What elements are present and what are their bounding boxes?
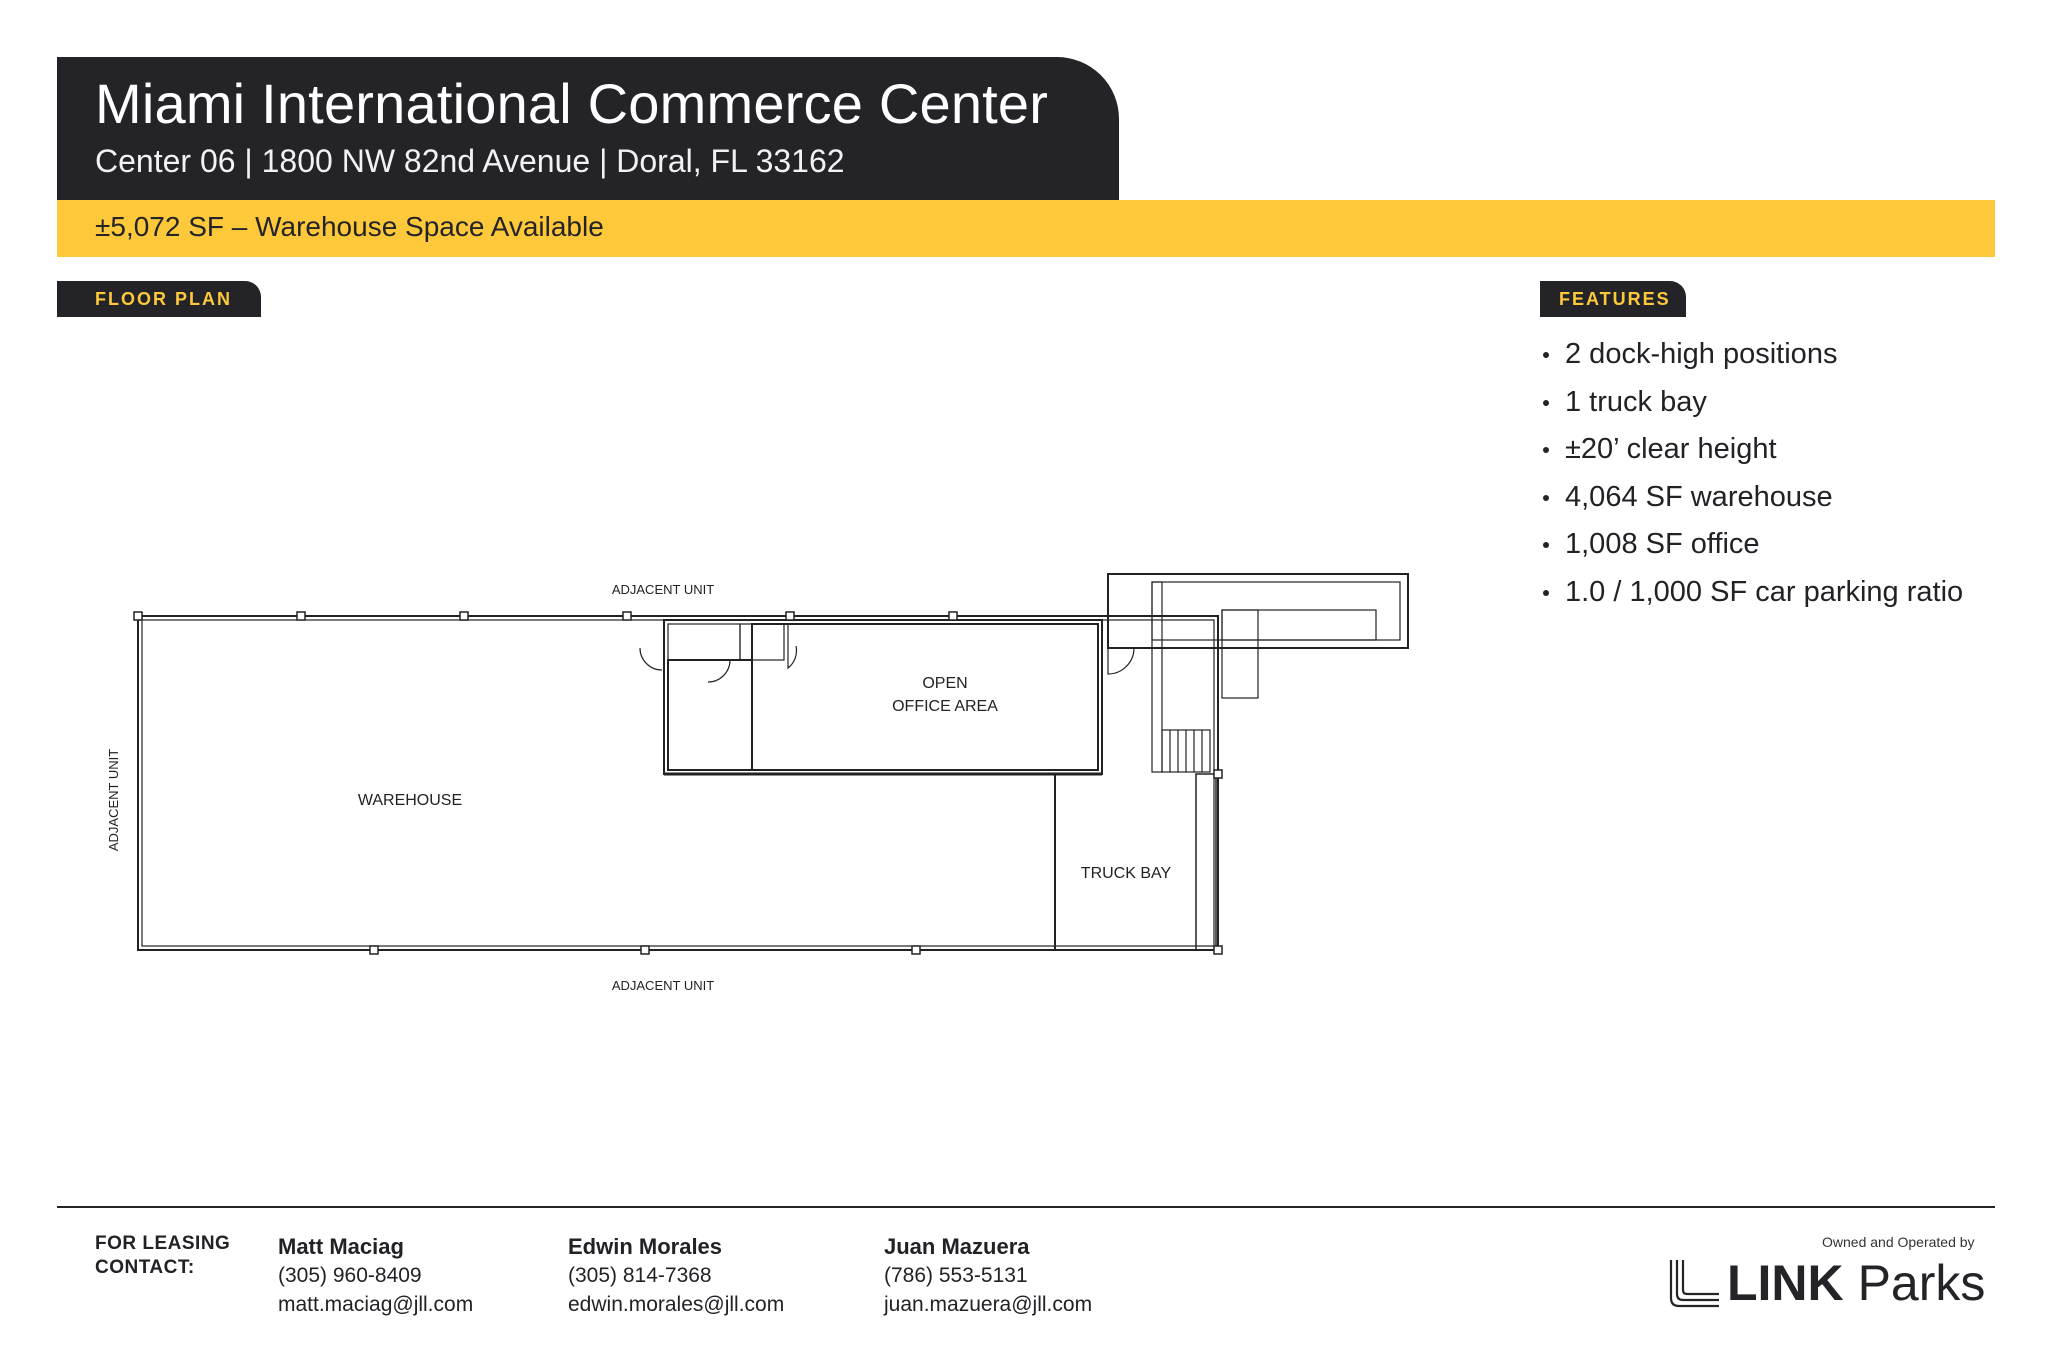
features-tab: FEATURES [1540, 281, 1686, 317]
door-swing [707, 659, 731, 683]
feature-text: 1 truck bay [1565, 385, 1707, 418]
restroom-1 [667, 623, 741, 661]
contact-card: Edwin Morales (305) 814-7368 edwin.moral… [568, 1232, 784, 1319]
contact-phone[interactable]: (305) 814-7368 [568, 1264, 712, 1287]
small-office-1 [667, 659, 753, 771]
leasing-contact-label: FOR LEASING CONTACT: [95, 1232, 230, 1280]
header-banner: Miami International Commerce Center Cent… [57, 57, 1119, 200]
label-adjacent-bottom: ADJACENT UNIT [612, 978, 714, 993]
floor-plan-drawing: ADJACENT UNIT ADJACENT UNIT ADJACENT UNI… [106, 573, 1409, 993]
feature-text: 1.0 / 1,000 SF car parking ratio [1565, 575, 1964, 608]
ramp-step [1221, 609, 1377, 641]
link-parks-logo: LINK Parks [1667, 1255, 1997, 1312]
label-truck-bay: TRUCK BAY [1081, 865, 1172, 882]
feature-text: 4,064 SF warehouse [1565, 480, 1833, 513]
contact-email[interactable]: juan.mazuera@jll.com [884, 1293, 1093, 1316]
logo-word-parks: Parks [1857, 1255, 1986, 1311]
contact-email[interactable]: matt.maciag@jll.com [278, 1293, 474, 1316]
label-office-line2: OFFICE AREA [892, 698, 998, 715]
ramp-inner [1151, 581, 1401, 641]
feature-item: 4,064 SF warehouse [1540, 474, 1963, 522]
door-swing [639, 647, 663, 671]
link-logo-icon [1669, 1260, 1719, 1308]
feature-text: ±20’ clear height [1565, 433, 1777, 465]
label-office-line1: OPEN [922, 675, 967, 692]
open-office-room [751, 623, 1099, 771]
contact-card: Juan Mazuera (786) 553-5131 juan.mazuera… [884, 1232, 1092, 1319]
availability-bar: ±5,072 SF – Warehouse Space Available [57, 200, 1995, 257]
door-swing [1107, 647, 1135, 675]
feature-text: 2 dock-high positions [1565, 338, 1838, 370]
label-adjacent-left: ADJACENT UNIT [106, 749, 121, 851]
building-outline [137, 615, 1219, 951]
features-list: 2 dock-high positions 1 truck bay ±20’ c… [1540, 331, 1963, 616]
owned-by-text: Owned and Operated by [1822, 1234, 1975, 1250]
availability-text: ±5,072 SF – Warehouse Space Available [95, 211, 604, 242]
bullet-icon [1543, 494, 1549, 501]
page-subtitle: Center 06 | 1800 NW 82nd Avenue | Doral,… [95, 143, 845, 179]
feature-item: 2 dock-high positions [1540, 331, 1963, 379]
bullet-icon [1543, 589, 1549, 596]
dock-apron [1195, 773, 1217, 951]
logo-word-link: LINK [1727, 1255, 1844, 1311]
contact-name: Juan Mazuera [884, 1234, 1030, 1259]
column-markers [133, 611, 1223, 955]
bullet-icon [1543, 399, 1549, 406]
footer-divider [57, 1206, 1995, 1208]
label-adjacent-top: ADJACENT UNIT [612, 582, 714, 597]
feature-item: 1,008 SF office [1540, 521, 1963, 569]
feature-text: 1,008 SF office [1565, 528, 1760, 560]
page-title: Miami International Commerce Center [95, 72, 1049, 135]
contact-phone[interactable]: (305) 960-8409 [278, 1264, 422, 1287]
bullet-icon [1543, 447, 1549, 453]
contact-card: Matt Maciag (305) 960-8409 matt.maciag@j… [278, 1232, 473, 1319]
feature-item: 1 truck bay [1540, 379, 1963, 427]
contact-name: Matt Maciag [278, 1234, 404, 1259]
restroom-2 [739, 623, 785, 661]
contact-email[interactable]: edwin.morales@jll.com [568, 1293, 785, 1316]
stair-landing [1151, 581, 1163, 773]
leasing-label-line2: CONTACT: [95, 1257, 195, 1278]
stair-treads [1161, 729, 1211, 773]
bullet-icon [1543, 352, 1549, 358]
building-inner-outline [141, 619, 1215, 947]
label-warehouse: WAREHOUSE [358, 792, 462, 809]
feature-item: ±20’ clear height [1540, 426, 1963, 474]
door-swing [787, 624, 798, 670]
leasing-label-line1: FOR LEASING [95, 1233, 231, 1254]
contact-phone[interactable]: (786) 553-5131 [884, 1264, 1028, 1287]
feature-item: 1.0 / 1,000 SF car parking ratio [1540, 569, 1963, 617]
ramp-column [1221, 609, 1259, 699]
floor-plan-tab: FLOOR PLAN [57, 281, 261, 317]
contact-name: Edwin Morales [568, 1234, 723, 1259]
office-block [663, 619, 1103, 775]
bullet-icon [1543, 542, 1549, 548]
